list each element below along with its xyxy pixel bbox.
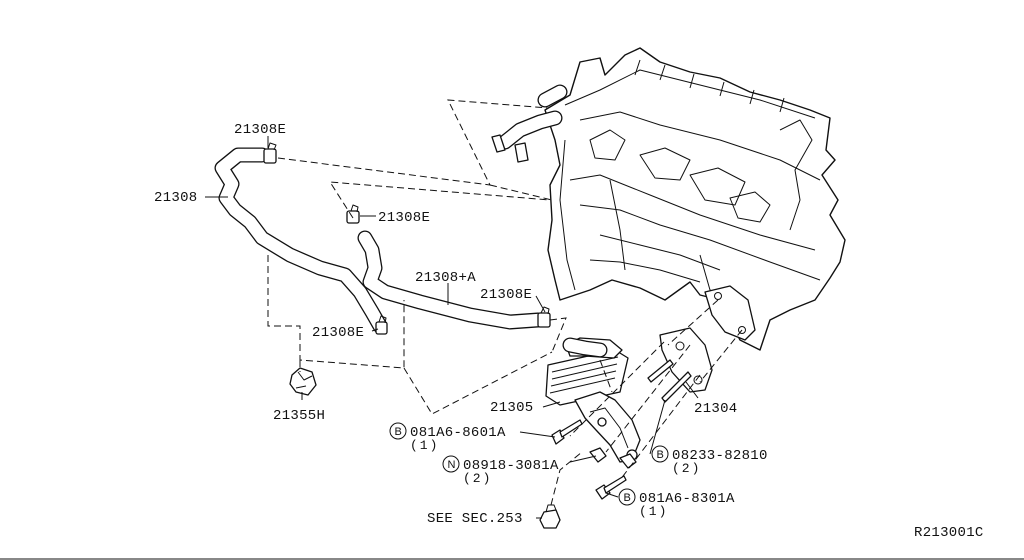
- prefix-n-symbol: N: [448, 459, 456, 471]
- clamp-mid: [346, 204, 360, 224]
- dashed-guides: [267, 99, 743, 506]
- sensor-sec253: [539, 504, 561, 529]
- part-number: 081A6-8601A: [410, 425, 506, 441]
- hose-21308a: [357, 230, 546, 330]
- prefix-b-symbol: B: [657, 449, 664, 461]
- part-number: 08918-3081A: [463, 458, 559, 474]
- part-number: 08233-82810: [672, 448, 768, 464]
- callout-bolt-8301a: B 081A6-8301A (1): [618, 488, 735, 519]
- leader-lines: [205, 136, 699, 519]
- callout-stud-82810: B 08233-82810 (2): [651, 445, 768, 476]
- callout-21304: 21304: [694, 401, 738, 417]
- bolt-081a6-8601a: [551, 419, 583, 445]
- quantity: (2): [672, 461, 701, 476]
- callout-21308e-right: 21308E: [480, 287, 532, 303]
- quantity: (1): [410, 438, 439, 453]
- mount-pad: [704, 285, 756, 341]
- bolt-081a6-8301a: [595, 475, 627, 500]
- clip-21355h: [289, 367, 317, 396]
- quantity: (1): [639, 504, 668, 519]
- callout-21305: 21305: [490, 400, 534, 416]
- callout-21308a: 21308+A: [415, 270, 476, 286]
- callout-21308e-top: 21308E: [234, 122, 286, 138]
- prefix-b-symbol: B: [395, 426, 402, 438]
- oil-cooler-21305: [545, 337, 641, 463]
- figure-id: R213001C: [914, 525, 984, 541]
- callout-21308e-mid: 21308E: [378, 210, 430, 226]
- callout-21355h: 21355H: [273, 408, 325, 424]
- clamp-top: [263, 142, 277, 164]
- callout-nut-3081a: N 08918-3081A (2): [442, 455, 559, 486]
- clamp-right: [537, 306, 551, 328]
- engine-block: [491, 47, 846, 351]
- callout-21308: 21308: [154, 190, 198, 206]
- quantity: (2): [463, 471, 492, 486]
- stud-upper: [647, 359, 674, 383]
- callout-bolt-8601a: B 081A6-8601A (1): [389, 422, 506, 453]
- prefix-b-symbol: B: [624, 492, 631, 504]
- callout-21308e-low: 21308E: [312, 325, 364, 341]
- part-number: 081A6-8301A: [639, 491, 735, 507]
- hose-21308: [214, 147, 388, 334]
- stud-lower: [661, 371, 692, 403]
- clamp-low: [375, 315, 388, 335]
- see-section-note: SEE SEC.253: [427, 511, 523, 527]
